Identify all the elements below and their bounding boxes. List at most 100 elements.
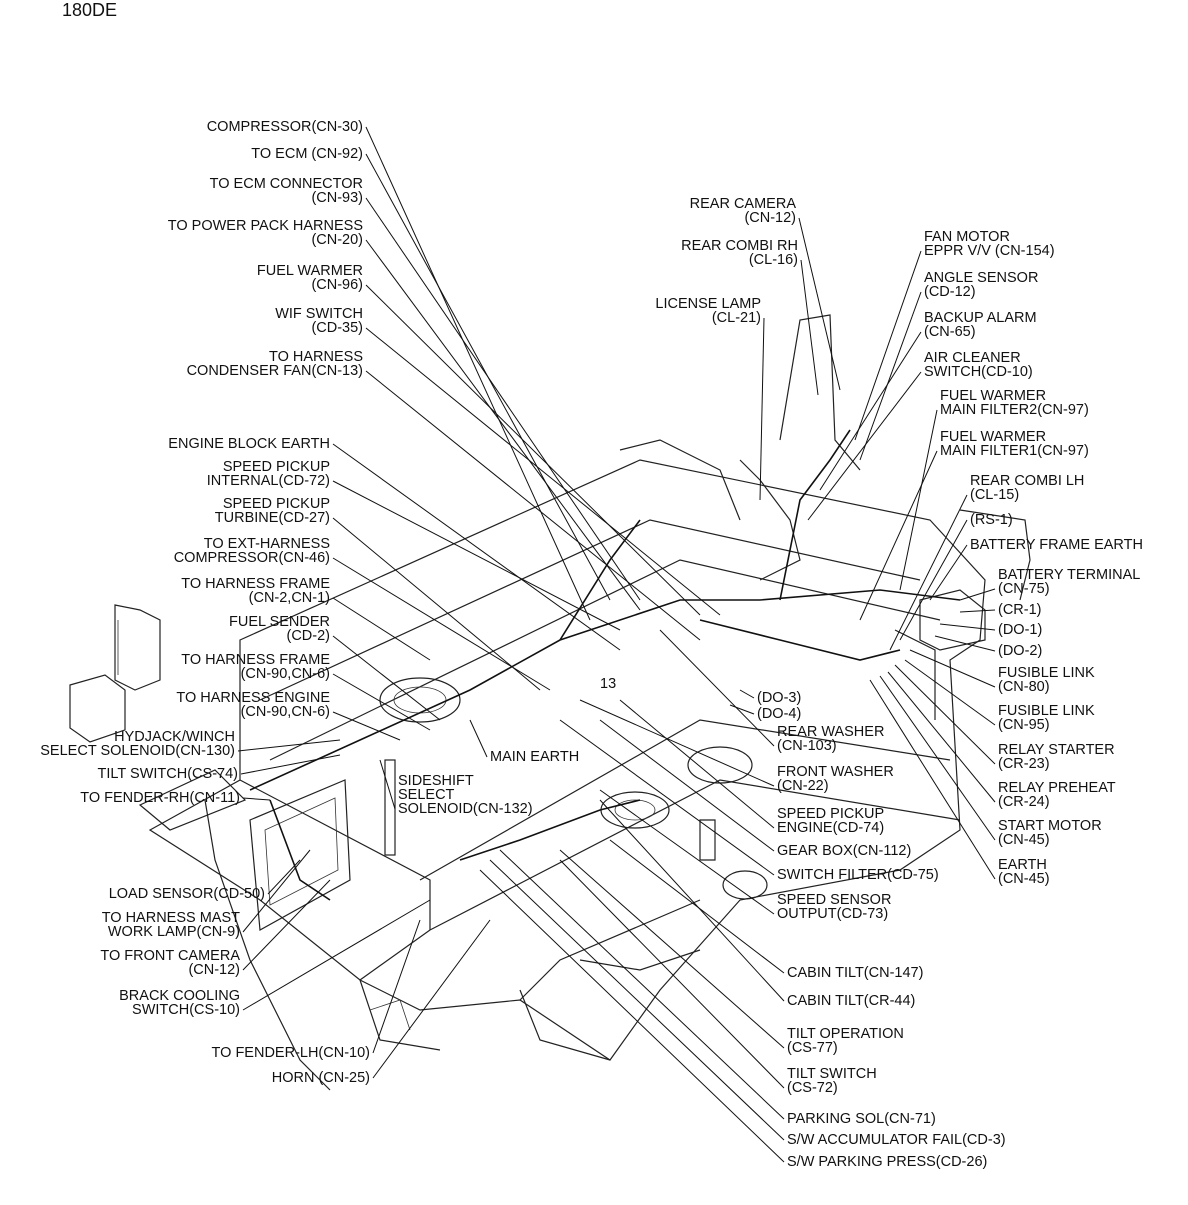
leader-line bbox=[959, 609, 996, 613]
leader-line bbox=[959, 588, 996, 601]
leader-line bbox=[800, 259, 819, 396]
callout-line: TILT SWITCH(CS-74) bbox=[98, 766, 238, 782]
left-callout-18: TO FENDER-RH(CN-11) bbox=[80, 790, 240, 806]
leader-line bbox=[889, 494, 968, 651]
callout-line: HORN (CN-25) bbox=[272, 1070, 370, 1086]
labels-left: COMPRESSOR(CN-30) TO ECM (CN-92) TO ECM CO… bbox=[40, 119, 370, 1086]
leader-line bbox=[499, 849, 785, 1120]
leader-line bbox=[859, 291, 922, 461]
callout-line: FUSIBLE LINK bbox=[998, 703, 1095, 719]
callout-line: COMPRESSOR(CN-30) bbox=[207, 119, 363, 135]
callout-line: SELECT SOLENOID(CN-130) bbox=[40, 743, 235, 759]
callout-line: BRACK COOLING bbox=[119, 988, 240, 1004]
leader-line bbox=[559, 849, 785, 1049]
leader-line bbox=[854, 250, 922, 441]
callout-line: CABIN TILT(CR-44) bbox=[787, 993, 915, 1009]
leader-line bbox=[240, 754, 341, 775]
callout-line: TO HARNESS FRAME bbox=[181, 652, 330, 668]
callout-line: RELAY PREHEAT bbox=[998, 780, 1116, 796]
callout-line: LOAD SENSOR(CD-50) bbox=[109, 886, 265, 902]
left-callout-3: TO ECM CONNECTOR(CN-93) bbox=[210, 176, 363, 206]
right-callout-11: (CR-1) bbox=[998, 602, 1042, 618]
left-callout-5: FUEL WARMER(CN-96) bbox=[257, 263, 363, 293]
callout-line: TILT SWITCH bbox=[787, 1066, 877, 1082]
right-callout-12: (DO-1) bbox=[998, 622, 1042, 638]
leader-line bbox=[939, 623, 996, 631]
top-callout-2: REAR COMBI RH(CL-16) bbox=[681, 238, 798, 268]
leader-line bbox=[379, 759, 396, 810]
callout-line: TO HARNESS ENGINE bbox=[176, 690, 330, 706]
callout-line: HYDJACK/WINCH bbox=[114, 729, 235, 745]
leader-line bbox=[899, 409, 938, 591]
leader-line bbox=[242, 899, 431, 1011]
callout-line: GEAR BOX(CN-112) bbox=[777, 843, 911, 859]
leader-line bbox=[242, 797, 271, 801]
bottom-callout-2: CABIN TILT(CR-44) bbox=[787, 993, 915, 1009]
leader-line bbox=[619, 699, 775, 829]
leader-line bbox=[332, 557, 551, 691]
right-callout-3: BACKUP ALARM(CN-65) bbox=[924, 310, 1037, 340]
callout-line: (CN-96) bbox=[311, 277, 363, 293]
top-callout-3: LICENSE LAMP(CL-21) bbox=[655, 296, 761, 326]
callout-line: ENGINE(CD-74) bbox=[777, 820, 884, 836]
callout-line: TO ECM (CN-92) bbox=[251, 146, 363, 162]
leader-lines bbox=[237, 126, 996, 1163]
leader-line bbox=[929, 544, 968, 601]
bottom-callout-1: CABIN TILT(CN-147) bbox=[787, 965, 923, 981]
callout-line: SPEED SENSOR bbox=[777, 892, 891, 908]
leader-line bbox=[332, 711, 401, 741]
callout-line: TURBINE(CD-27) bbox=[215, 510, 330, 526]
callout-line: COMPRESSOR(CN-46) bbox=[174, 550, 330, 566]
center-callout-9: SWITCH FILTER(CD-75) bbox=[777, 867, 939, 883]
callout-line: SOLENOID(CN-132) bbox=[398, 801, 533, 817]
callout-line: WIF SWITCH bbox=[275, 306, 363, 322]
leader-line bbox=[469, 719, 488, 758]
leader-line bbox=[807, 371, 922, 521]
callout-line: (DO-1) bbox=[998, 622, 1042, 638]
right-callout-19: EARTH(CN-45) bbox=[998, 857, 1050, 887]
right-callout-16: RELAY STARTER(CR-23) bbox=[998, 742, 1115, 772]
leader-line bbox=[934, 635, 996, 652]
callout-line: TO HARNESS FRAME bbox=[181, 576, 330, 592]
callout-line: AIR CLEANER bbox=[924, 350, 1021, 366]
left-callout-12: TO HARNESS FRAME(CN-2,CN-1) bbox=[181, 576, 330, 606]
leader-line bbox=[559, 719, 775, 876]
leader-line bbox=[365, 327, 721, 616]
callout-line: TO ECM CONNECTOR bbox=[210, 176, 363, 192]
center-callout-6: FRONT WASHER(CN-22) bbox=[777, 764, 894, 794]
leader-line bbox=[242, 849, 311, 933]
callout-line: FUEL WARMER bbox=[940, 388, 1046, 404]
callout-line: REAR COMBI LH bbox=[970, 473, 1084, 489]
callout-line: FUSIBLE LINK bbox=[998, 665, 1095, 681]
leader-line bbox=[904, 659, 996, 726]
leader-line bbox=[894, 664, 996, 765]
leader-line bbox=[819, 331, 922, 491]
callout-line: (CR-23) bbox=[998, 756, 1050, 772]
callout-line: REAR CAMERA bbox=[690, 196, 797, 212]
callout-line: CABIN TILT(CN-147) bbox=[787, 965, 923, 981]
leader-line bbox=[372, 919, 421, 1054]
top-callout-1: REAR CAMERA(CN-12) bbox=[690, 196, 797, 226]
callout-line: (CN-80) bbox=[998, 679, 1050, 695]
right-callout-2: ANGLE SENSOR(CD-12) bbox=[924, 270, 1038, 300]
leader-line bbox=[869, 679, 996, 880]
leader-line bbox=[332, 635, 441, 721]
bottom-callout-4: TILT SWITCH(CS-72) bbox=[787, 1066, 877, 1096]
leader-line bbox=[365, 284, 701, 616]
callout-line: RELAY STARTER bbox=[998, 742, 1115, 758]
callout-line: TO HARNESS bbox=[269, 349, 363, 365]
right-callout-15: FUSIBLE LINK(CN-95) bbox=[998, 703, 1095, 733]
callout-line: (CN-12) bbox=[188, 962, 240, 978]
leader-line bbox=[559, 859, 785, 1089]
callout-line: (CN-75) bbox=[998, 581, 1050, 597]
callout-line: BACKUP ALARM bbox=[924, 310, 1037, 326]
left-callout-6: WIF SWITCH(CD-35) bbox=[275, 306, 363, 336]
